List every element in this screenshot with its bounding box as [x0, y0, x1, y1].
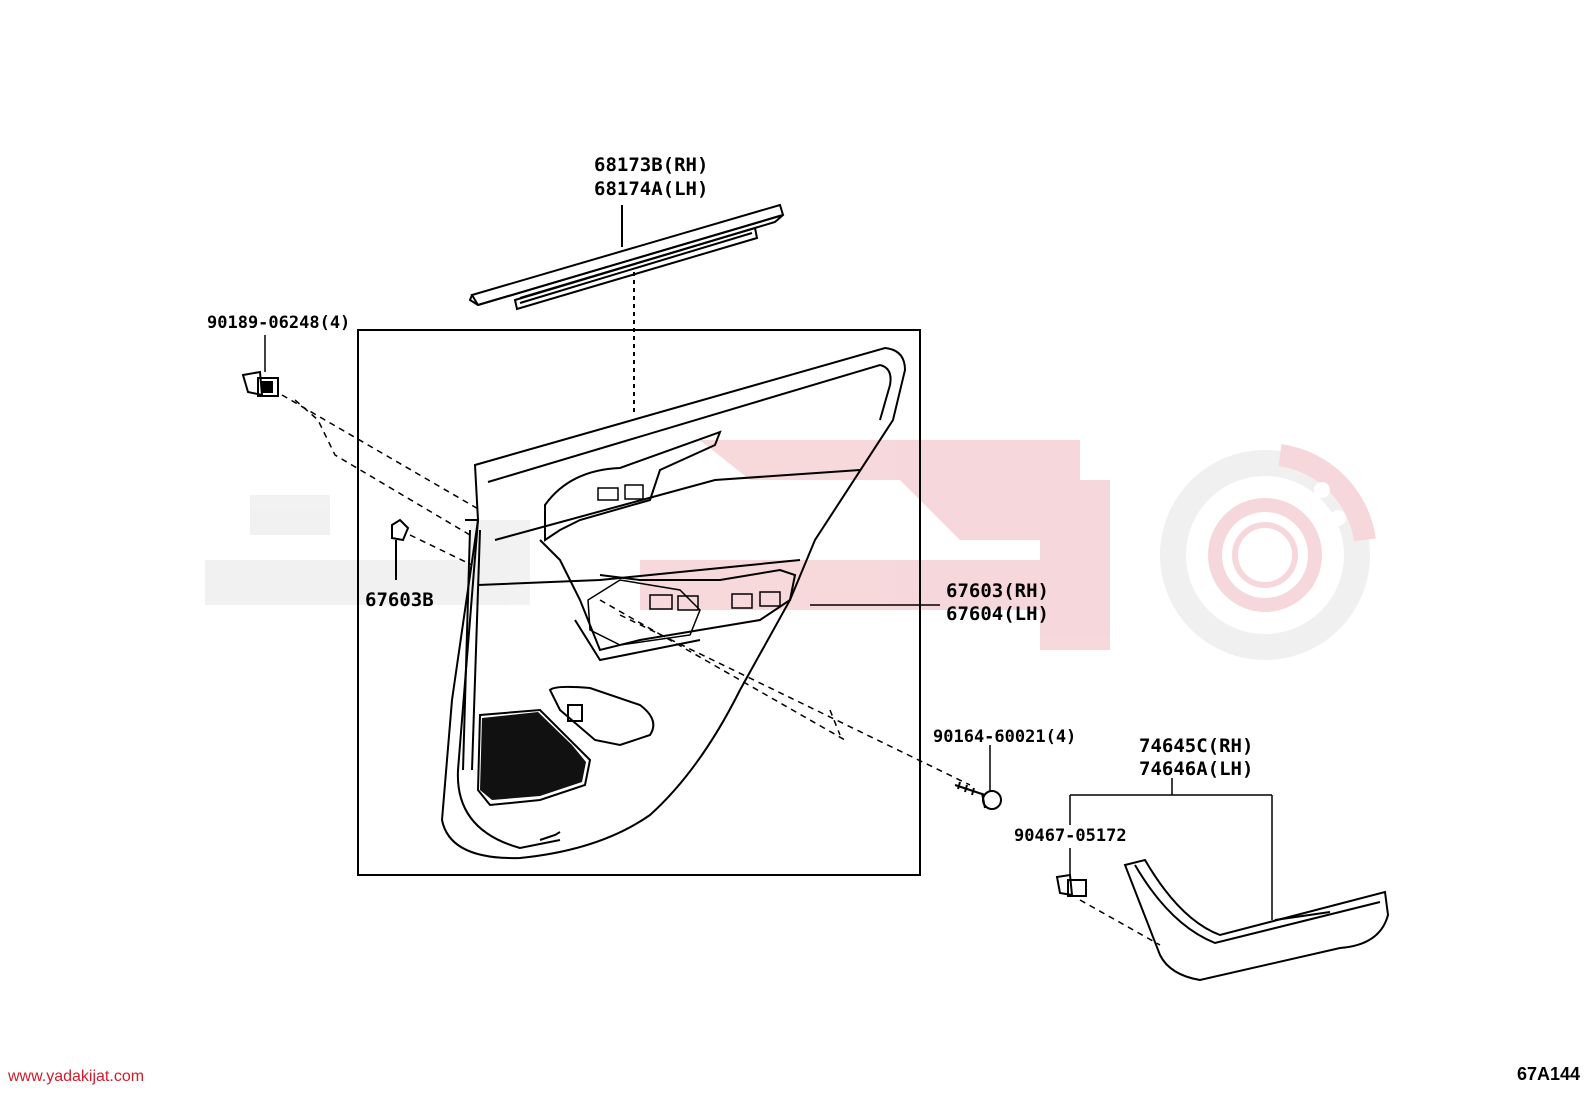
- label-weatherstrip-lh: 68174A(LH): [594, 178, 708, 200]
- label-board-lh: 67604(LH): [946, 603, 1049, 625]
- label-screw-top: 90189-06248(4): [207, 313, 350, 333]
- watermark-logo: [205, 440, 1376, 660]
- door-trim-board: [440, 346, 907, 860]
- label-weatherstrip-rh: 68173B(RH): [594, 154, 708, 176]
- label-armrest-lh: 74646A(LH): [1139, 758, 1253, 780]
- armrest-garnish: [1123, 858, 1390, 982]
- dashed-guides-board: [599, 599, 971, 786]
- dashed-guides-screw-top: [281, 394, 481, 536]
- label-board-rh: 67603(RH): [946, 580, 1049, 602]
- figure-code: 67A144: [1516, 1064, 1580, 1084]
- clip-left: [391, 518, 410, 580]
- speaker-grille: [480, 712, 586, 800]
- screw-top-left: [241, 370, 279, 397]
- assembly-frame: [357, 329, 921, 876]
- label-clip-left: 67603B: [365, 589, 434, 611]
- clip-armrest: [1055, 873, 1087, 897]
- leader-armrest: [1069, 778, 1273, 920]
- label-armrest-rh: 74645C(RH): [1139, 735, 1253, 757]
- dashed-guide-clip: [409, 534, 473, 566]
- label-screw-bottom: 90164-60021(4): [933, 727, 1076, 747]
- switch-base-detail: [587, 484, 781, 646]
- wheel-logo-icon: [1160, 444, 1376, 660]
- dashed-guide-armrest-clip: [1079, 899, 1161, 946]
- weatherstrip-part: [468, 203, 785, 311]
- footer-website-link[interactable]: www.yadakijat.com: [8, 1068, 145, 1085]
- label-clip-armrest: 90467-05172: [1014, 826, 1127, 846]
- screw-bottom: [954, 781, 1002, 810]
